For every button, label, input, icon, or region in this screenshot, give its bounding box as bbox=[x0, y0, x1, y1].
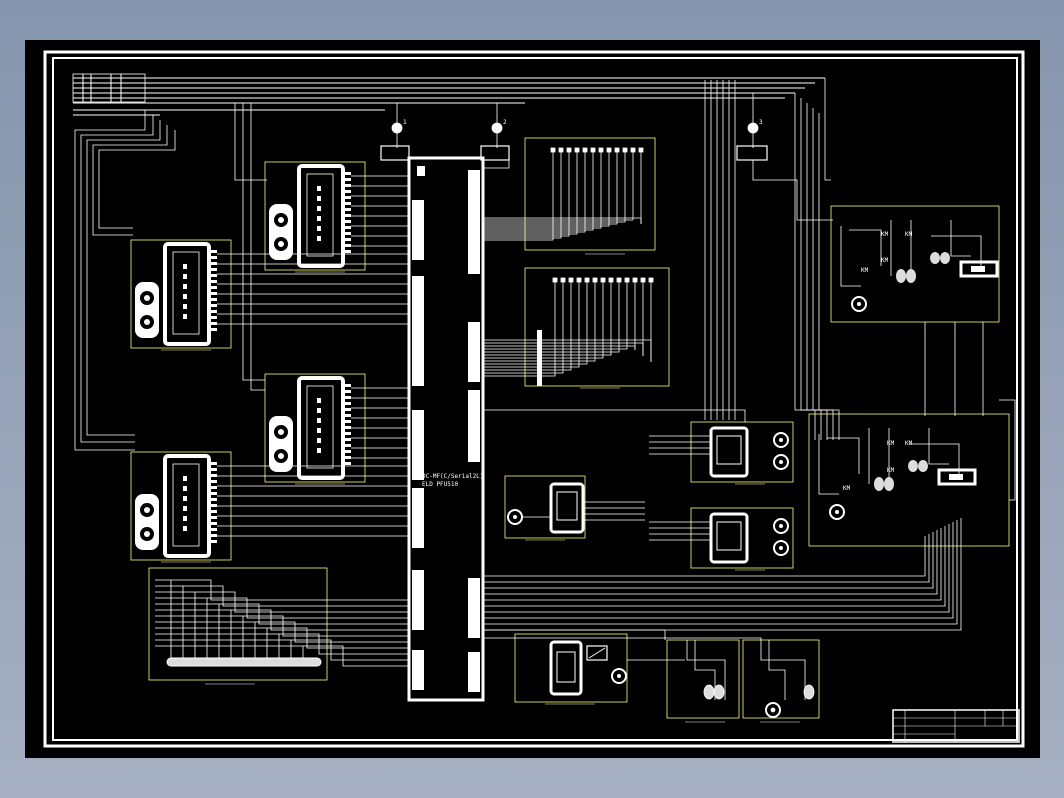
terminal-panel bbox=[148, 567, 409, 685]
small-drive-2 bbox=[649, 507, 794, 571]
drive-unit-2 bbox=[130, 239, 409, 351]
power-bus bbox=[72, 73, 825, 116]
center-drive bbox=[504, 475, 645, 541]
marker-3: 3 bbox=[759, 119, 763, 126]
drive-unit-3 bbox=[264, 373, 409, 485]
plc-rack: DC-MF(C/Serial2L) ELD PFU510 bbox=[407, 156, 485, 702]
relay-tag: KM bbox=[887, 467, 895, 474]
motor-control-panel-1 bbox=[830, 205, 1000, 323]
drive-unit-4 bbox=[130, 451, 409, 563]
marker-2: 2 bbox=[503, 119, 507, 126]
motor-control-panels: KM KM KM KM KM KM KM KM bbox=[808, 205, 1010, 547]
top-breakers bbox=[380, 93, 833, 221]
relay-tag: KM bbox=[881, 257, 889, 264]
bottom-drive bbox=[514, 633, 628, 705]
relay-tag: KM bbox=[905, 231, 913, 238]
drive-units bbox=[130, 161, 409, 563]
relay-tag: KM bbox=[887, 440, 895, 447]
connection-wiring bbox=[483, 78, 1016, 661]
relay-tag: KM bbox=[905, 440, 913, 447]
relay-tag: KM bbox=[881, 231, 889, 238]
outer-frame bbox=[43, 50, 1025, 748]
relay-tag: KM bbox=[861, 267, 869, 274]
title-block bbox=[892, 709, 1020, 743]
marker-1: 1 bbox=[403, 119, 407, 126]
plc-label-2: ELD PFU510 bbox=[422, 481, 459, 488]
aux-panels bbox=[666, 639, 820, 723]
relay-tag: KM bbox=[843, 485, 851, 492]
wiring-diagram: DC-MF(C/Serial2L) ELD PFU510 1 2 3 bbox=[43, 50, 1025, 748]
drive-unit-1 bbox=[264, 161, 409, 273]
plc-label-1: DC-MF(C/Serial2L) bbox=[422, 473, 483, 480]
small-drive-1 bbox=[649, 421, 794, 485]
small-drives bbox=[649, 421, 794, 571]
io-box-lower bbox=[483, 267, 670, 389]
left-feeders bbox=[74, 103, 267, 451]
drawing-canvas[interactable]: DC-MF(C/Serial2L) ELD PFU510 1 2 3 bbox=[25, 40, 1040, 758]
io-box-upper bbox=[483, 137, 656, 255]
inner-frame bbox=[52, 57, 1018, 741]
motor-control-panel-2 bbox=[808, 413, 1010, 547]
